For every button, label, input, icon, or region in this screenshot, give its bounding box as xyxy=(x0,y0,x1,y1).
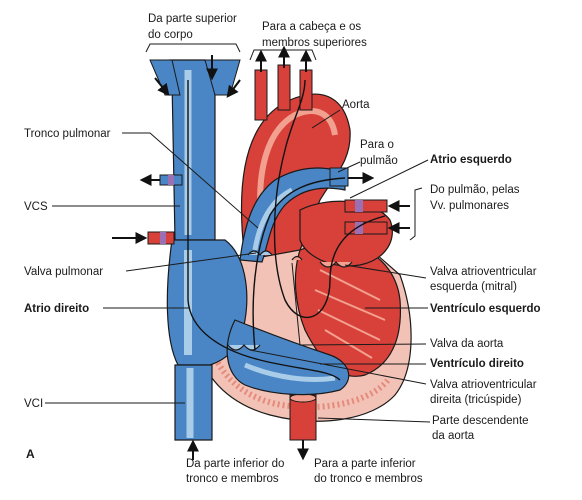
label-descending-aorta-line2: da aorta xyxy=(432,430,475,442)
label-head-limbs-line1: Para a cabeça e os xyxy=(262,21,361,33)
panel-label: A xyxy=(26,447,35,461)
leader-pulmonary-trunk xyxy=(122,132,259,229)
label-inferior-body-line1: Da parte inferior do xyxy=(186,458,284,470)
leader-left-atrium xyxy=(349,159,429,199)
leader-tricuspid-valve xyxy=(249,349,427,385)
label-ivc: VCI xyxy=(24,398,43,410)
label-tricuspid-valve-line1: Valva atrioventricular xyxy=(430,379,537,391)
flow-path-venous xyxy=(187,80,341,381)
flow-arrows xyxy=(112,45,410,461)
label-to-inferior-line2: do tronco e membros xyxy=(314,473,423,485)
pulmonary-vein-cuff-2 xyxy=(355,222,363,234)
flow-path-arterial xyxy=(273,79,386,319)
flow-path-pulmonary xyxy=(252,177,346,351)
right-ventricle-highlight xyxy=(244,362,336,382)
label-right-ventricle: Ventrículo direito xyxy=(430,358,524,370)
label-pulmonary-valve: Valva pulmonar xyxy=(24,266,103,278)
mitral-valve-shape xyxy=(319,261,353,268)
aortic-branch-1 xyxy=(254,69,268,121)
label-mitral-valve-line2: esquerda (mitral) xyxy=(430,281,517,293)
label-to-inferior-line1: Para a parte inferior xyxy=(314,458,416,470)
pulmonary-trunk-highlight xyxy=(252,187,294,251)
label-to-lung-line1: Para o xyxy=(360,139,394,151)
aortic-valve-shape xyxy=(291,255,303,261)
leader-pulmonary-valve xyxy=(125,252,257,272)
aorta-arch-highlight xyxy=(257,108,338,231)
pulmonary-valve-shape xyxy=(247,250,273,256)
label-head-limbs-line2: membros superiores xyxy=(262,37,367,49)
leader-aorta xyxy=(311,109,341,129)
label-inferior-body-line2: tronco e membros xyxy=(186,473,279,485)
label-to-lung-line2: pulmão xyxy=(360,155,398,167)
label-aortic-valve: Valva da aorta xyxy=(430,338,504,350)
label-superior-body-line2: do corpo xyxy=(148,29,193,41)
label-mitral-valve-line1: Valva atrioventricular xyxy=(430,266,537,278)
label-superior-body-line1: Da parte superior xyxy=(148,13,237,25)
label-descending-aorta-line1: Parte descendente xyxy=(432,415,529,427)
pulmonary-vein-upper xyxy=(344,199,388,213)
label-left-atrium: Atrio esquerdo xyxy=(430,154,512,166)
descending-aorta-cap xyxy=(289,393,317,403)
aortic-branch-3 xyxy=(299,69,313,111)
svc-cuff xyxy=(168,175,174,185)
aortic-branch-2 xyxy=(277,64,291,111)
labels: Da parte superior do corpo Para a cabeça… xyxy=(24,13,541,485)
bracket-superior-body xyxy=(145,43,241,53)
leader-aortic-valve xyxy=(291,262,427,346)
label-aorta: Aorta xyxy=(342,99,370,111)
leader-lines xyxy=(45,43,431,423)
arrow-into-svc-left xyxy=(154,77,170,96)
label-right-atrium: Atrio direito xyxy=(24,303,89,315)
left-ventricle-striations xyxy=(314,269,386,359)
label-left-ventricle: Ventrículo esquerdo xyxy=(430,303,541,315)
heart-illustration xyxy=(147,59,412,441)
arrow-into-svc-right xyxy=(226,79,241,98)
right-atrium-cuff xyxy=(160,232,166,244)
pulmonary-artery-right-stub xyxy=(329,167,349,187)
label-tricuspid-valve-line2: direita (tricúspide) xyxy=(430,394,522,406)
leader-mitral-valve xyxy=(344,264,427,279)
leader-to-lung xyxy=(337,161,361,173)
leader-from-lung xyxy=(409,187,423,241)
bracket-head-limbs xyxy=(249,49,317,61)
leader-descending-aorta xyxy=(317,417,431,423)
label-svc: VCS xyxy=(24,201,48,213)
pulmonary-vein-cuff-1 xyxy=(355,200,363,212)
label-from-lung-line1: Do pulmão, pelas xyxy=(430,184,520,196)
label-from-lung-line2: Vv. pulmonares xyxy=(430,200,509,212)
label-pulmonary-trunk: Tronco pulmonar xyxy=(24,128,111,140)
